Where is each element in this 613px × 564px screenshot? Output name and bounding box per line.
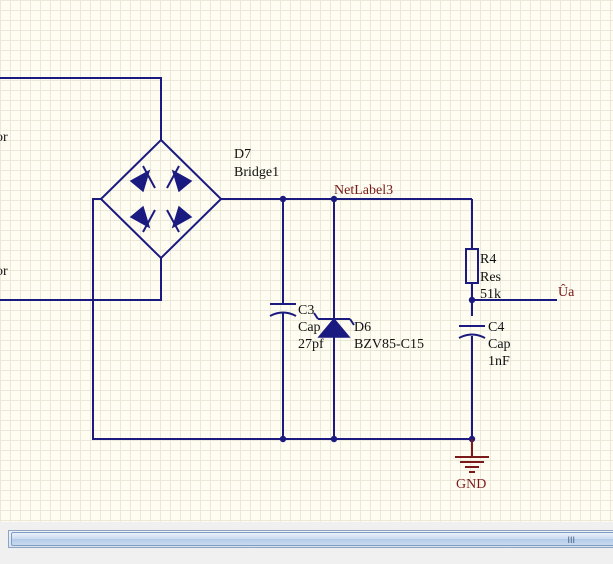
bridge-diode-lower-right xyxy=(166,205,193,233)
d6-comment: BZV85-C15 xyxy=(354,337,424,352)
ground-symbol[interactable]: GND xyxy=(455,439,489,492)
c4-designator: C4 xyxy=(488,320,504,335)
junction-dot xyxy=(330,195,338,203)
d7-comment: Bridge1 xyxy=(234,165,279,180)
zener-diode-d6[interactable]: D6 BZV85-C15 xyxy=(313,199,424,439)
cropped-label-upper: or xyxy=(0,130,8,145)
cropped-label-lower: or xyxy=(0,264,8,279)
junction-dot xyxy=(279,195,287,203)
c3-comment: Cap xyxy=(298,320,321,335)
scrollbar-region: III xyxy=(0,522,613,564)
bridge-diode-upper-right xyxy=(166,165,193,193)
junction-dot xyxy=(468,296,476,304)
gnd-label: GND xyxy=(456,477,486,492)
d6-designator: D6 xyxy=(354,320,371,335)
r4-designator: R4 xyxy=(480,252,496,267)
transformer-leads: or or xyxy=(0,77,162,301)
bridge-outline xyxy=(99,138,223,260)
c3-value: 27pf xyxy=(298,337,324,352)
c4-value: 1nF xyxy=(488,354,510,369)
d7-designator: D7 xyxy=(234,147,251,162)
c3-designator: C3 xyxy=(298,303,314,318)
wire-bottom-left xyxy=(0,258,162,301)
scrollbar-thumb[interactable]: III xyxy=(11,532,613,546)
c4-comment: Cap xyxy=(488,337,511,352)
junction-dot xyxy=(279,435,287,443)
netlabel3[interactable]: NetLabel3 xyxy=(334,183,393,198)
capacitor-c3[interactable]: C3 Cap 27pf xyxy=(269,199,324,439)
bridge-diode-upper-left xyxy=(129,165,156,193)
wire-top-left xyxy=(0,77,162,140)
netlabel-ua[interactable]: Ûa xyxy=(558,283,575,300)
bridge-rectifier-d7[interactable]: D7 Bridge1 xyxy=(99,138,279,260)
resistor-r4[interactable]: R4 Res 51k xyxy=(465,199,501,316)
scrollbar-grip-icon[interactable]: III xyxy=(567,535,575,545)
r4-value: 51k xyxy=(480,287,501,302)
bridge-diode-lower-left xyxy=(129,205,156,233)
schematic-drawing: or or D7 xyxy=(0,77,575,492)
r4-comment: Res xyxy=(480,270,501,285)
capacitor-c4[interactable]: C4 Cap 1nF xyxy=(458,320,511,439)
junction-dot xyxy=(330,435,338,443)
horizontal-scrollbar[interactable]: III xyxy=(8,530,613,548)
junctions xyxy=(279,195,476,443)
schematic-sheet[interactable]: or or D7 xyxy=(0,0,613,522)
